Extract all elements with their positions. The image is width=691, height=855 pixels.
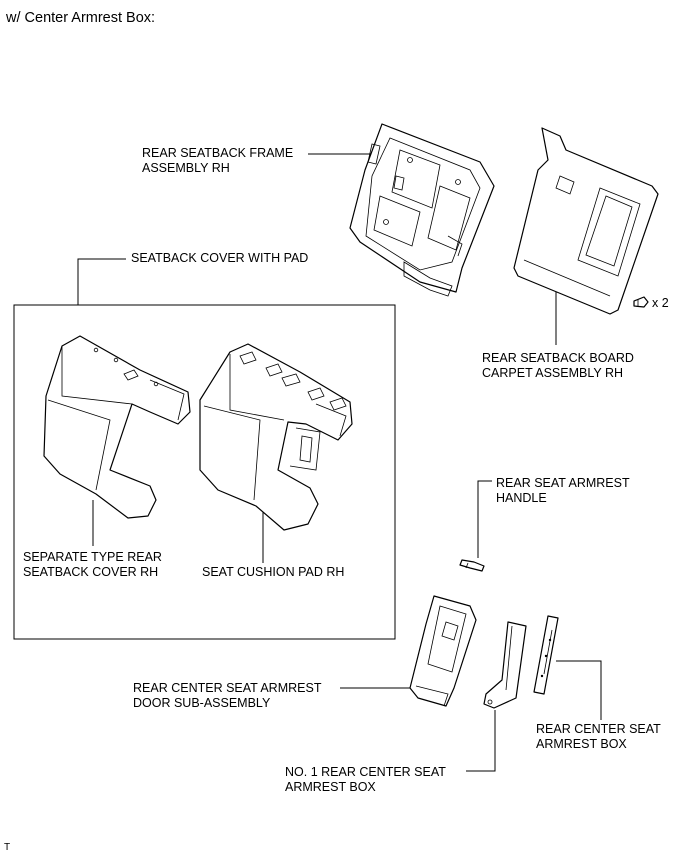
clip-quantity: x 2 [652,296,669,310]
armrest-handle-label: REAR SEAT ARMREST HANDLE [496,476,630,505]
no1-armrest-box-drawing [483,621,527,709]
leader-lines [77,153,602,772]
cushion-pad-label: SEAT CUSHION PAD RH [202,565,345,579]
clip-drawing [633,296,649,308]
cover-with-pad-leader [77,258,126,305]
armrest-handle-leader [477,480,492,558]
armrest-box-label: REAR CENTER SEAT ARMREST BOX [536,722,661,751]
no1-armrest-box-label: NO. 1 REAR CENTER SEAT ARMREST BOX [285,765,446,794]
board-label: REAR SEATBACK BOARD CARPET ASSEMBLY RH [482,351,634,380]
page-title: w/ Center Armrest Box: [6,10,156,26]
cover-with-pad-label: SEATBACK COVER WITH PAD [131,251,309,265]
rear-seatback-frame-drawing [349,123,495,297]
figure-code: T [4,842,11,853]
separate-cover-label: SEPARATE TYPE REAR SEATBACK COVER RH [23,550,162,579]
seatback-cover-group-frame [13,304,396,640]
seat-cushion-pad-drawing [199,343,353,531]
separate-seatback-cover-drawing [43,335,191,519]
armrest-door-label: REAR CENTER SEAT ARMREST DOOR SUB-ASSEMB… [133,681,322,710]
armrest-door-drawing [409,595,477,707]
armrest-box-drawing [533,615,559,695]
armrest-handle-drawing [459,559,485,572]
armrest-box-leader [556,660,602,720]
frame-label: REAR SEATBACK FRAME ASSEMBLY RH [142,146,294,175]
no1-armrest-box-leader [466,710,496,772]
rear-seatback-board-drawing [513,127,659,315]
